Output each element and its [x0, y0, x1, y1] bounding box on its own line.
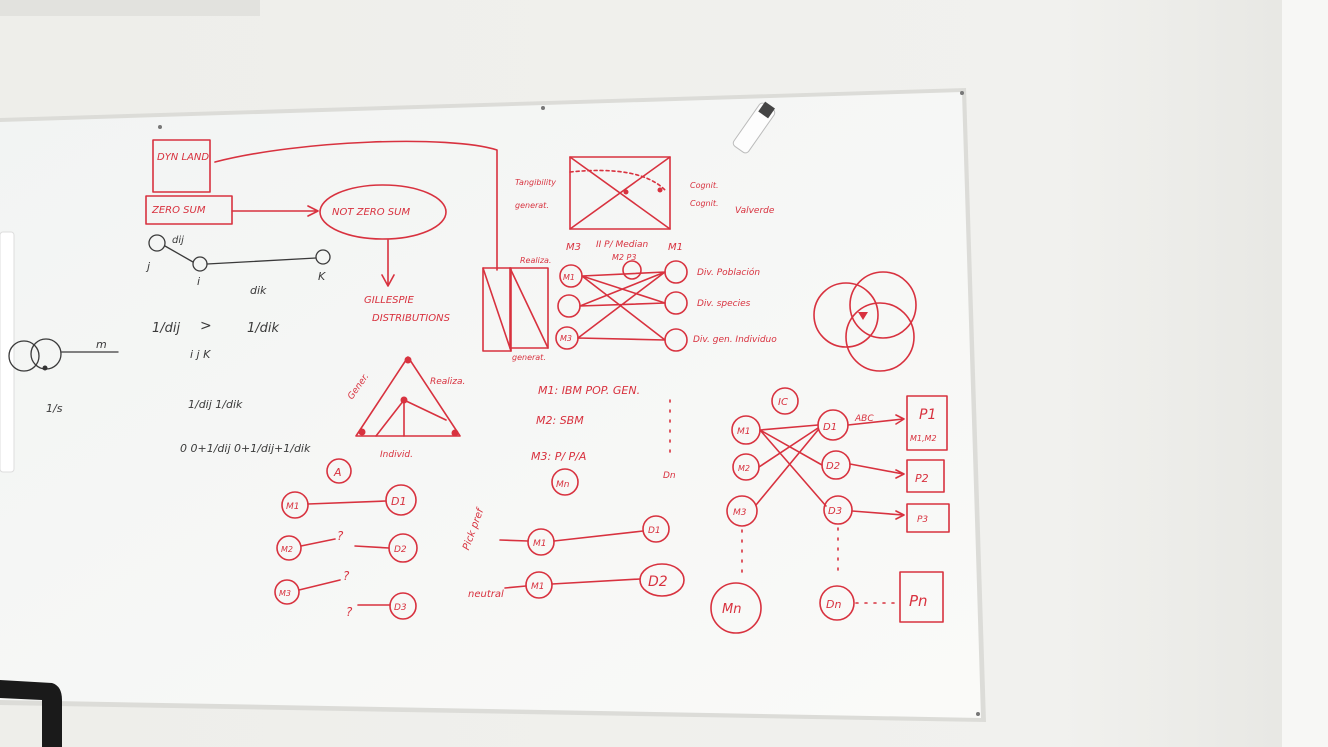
- left-m1: M1: [286, 502, 300, 512]
- board-screw: [960, 91, 964, 95]
- mid-m3: M3: [560, 334, 572, 343]
- dyn-land-text: DYN LAND: [157, 152, 209, 163]
- right-d2: D2: [826, 461, 840, 472]
- valverde-label: Valverde: [735, 206, 775, 216]
- left-q2: ?: [343, 569, 350, 583]
- p3-label: P3: [917, 515, 928, 525]
- mid-mn: Mn: [556, 480, 570, 490]
- ineq-right: 1/dik: [247, 321, 280, 336]
- div-gen: Div. gen. Individuo: [693, 335, 777, 345]
- black-chair-back: [0, 680, 62, 747]
- one-over-s: 1/s: [46, 402, 63, 415]
- triangle-bottom-label: Individ.: [380, 450, 413, 460]
- right-m3: M3: [733, 508, 747, 518]
- m2-sbm: M2: SBM: [536, 414, 584, 427]
- triangle-right-label: Realiza.: [430, 377, 465, 387]
- left-m2: M2: [281, 545, 293, 554]
- bottom-d2: D2: [648, 574, 668, 590]
- not-zero-sum-text: NOT ZERO SUM: [332, 207, 410, 218]
- p2-label: P2: [915, 472, 929, 485]
- abc-label: ABC: [854, 414, 874, 424]
- usb-stick-icon: [732, 101, 776, 154]
- right-d3: D3: [828, 506, 842, 517]
- bottom-m1-a: M1: [533, 539, 547, 549]
- bottom-d1: D1: [648, 526, 661, 536]
- m3-axis-label: M3: [566, 242, 581, 253]
- middle-diagrams: Tangibility generat. M3 II P/ Median M1 …: [461, 156, 777, 600]
- div-species: Div. species: [697, 299, 751, 309]
- m1-axis-label: M1: [668, 242, 683, 253]
- white-object-edge: [0, 231, 15, 473]
- generat2-label: generat.: [512, 353, 546, 362]
- ceiling-strip: [0, 0, 260, 16]
- i-label: i: [197, 275, 200, 288]
- k-label: K: [318, 270, 326, 283]
- m2-p3-label: M2 P3: [612, 253, 636, 262]
- m1-ibm: M1: IBM POP. GEN.: [538, 384, 640, 397]
- j-label: j: [145, 260, 151, 273]
- left-q1: ?: [337, 529, 344, 543]
- div-poblacion: Div. Población: [697, 267, 760, 278]
- left-d2: D2: [394, 545, 407, 555]
- right-diagrams: IC M1 M2 M3 Mn D1 D2 D3 Dn ABC P1 M1,M2 …: [710, 271, 950, 634]
- right-dn: Dn: [826, 598, 841, 611]
- ijk-row: i j K: [190, 348, 211, 361]
- circle-a-label: A: [333, 466, 342, 479]
- board-screw: [158, 125, 162, 129]
- left-m3: M3: [279, 589, 291, 598]
- right-d1: D1: [823, 422, 837, 433]
- p1-label: P1: [919, 407, 936, 423]
- ic-label: IC: [778, 397, 788, 408]
- whiteboard-surface: [0, 92, 981, 718]
- zero-sum-text: ZERO SUM: [151, 205, 206, 216]
- tangibility-label: Tangibility: [515, 178, 556, 187]
- right-m2: M2: [738, 464, 750, 473]
- median-label: II P/ Median: [596, 240, 649, 250]
- sum-row: 0 0+1/dij 0+1/dij+1/dik: [180, 442, 311, 455]
- dik-label: dik: [250, 284, 267, 297]
- m3-pa: M3: P/ P/A: [531, 450, 586, 463]
- mid-dn: Dn: [663, 471, 676, 481]
- mid-m1: M1: [563, 273, 575, 282]
- p1-sub-label: M1,M2: [910, 434, 937, 443]
- left-d3: D3: [394, 603, 407, 613]
- frac-row: 1/dij 1/dik: [188, 398, 243, 411]
- ineq-gt: >: [200, 318, 212, 334]
- generat-label: generat.: [515, 201, 549, 210]
- realiza-label: Realiza.: [520, 256, 551, 265]
- wall-pillar: [1282, 0, 1328, 747]
- ineq-left: 1/dij: [152, 321, 181, 336]
- dij-label: dij: [172, 235, 184, 246]
- left-diagrams: DYN LAND ZERO SUM NOT ZERO SUM GILLESPIE…: [8, 139, 498, 620]
- right-mn: Mn: [722, 602, 741, 617]
- board-screw: [541, 106, 545, 110]
- cognit-label-1: Cognit.: [690, 181, 719, 190]
- m-label: m: [96, 338, 107, 351]
- distributions-text: DISTRIBUTIONS: [372, 313, 451, 324]
- cognit-label-2: Cognit.: [690, 199, 719, 208]
- pn-label: Pn: [909, 592, 928, 610]
- neutral-label: neutral: [468, 589, 504, 600]
- left-d1: D1: [391, 495, 406, 508]
- left-q3: ?: [346, 605, 353, 619]
- gillespie-text: GILLESPIE: [364, 295, 414, 306]
- right-m1: M1: [737, 427, 751, 437]
- bottom-m1-b: M1: [531, 582, 545, 592]
- board-screw: [976, 712, 980, 716]
